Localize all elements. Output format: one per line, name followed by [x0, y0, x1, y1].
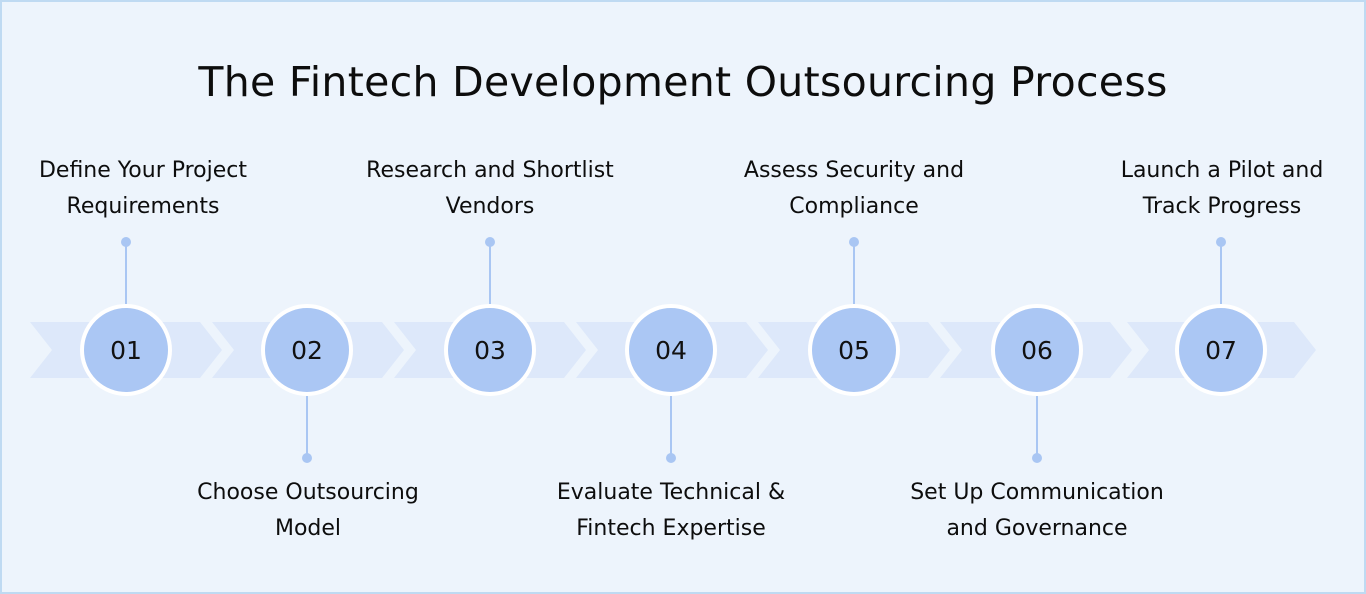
step-01-label: Define Your Project Requirements — [0, 153, 303, 225]
step-01-label-line2: Requirements — [66, 194, 220, 219]
step-07-label: Launch a Pilot and Track Progress — [1062, 153, 1366, 225]
step-01-label-line1: Define Your Project — [38, 158, 248, 183]
step-02-connector-dot — [302, 453, 312, 463]
step-07-label-line1: Launch a Pilot and — [1120, 158, 1324, 183]
step-05-number: 05 — [838, 335, 870, 365]
step-04-connector-dot — [666, 453, 676, 463]
step-06-circle: 06 — [991, 304, 1083, 396]
step-07-number: 07 — [1205, 335, 1237, 365]
step-06-connector-line — [1036, 396, 1038, 458]
step-03-connector-line — [489, 242, 491, 304]
step-02-label: Choose Outsourcing Model — [148, 475, 468, 547]
step-04-label: Evaluate Technical & Fintech Expertise — [511, 475, 831, 547]
step-03-label-line2: Vendors — [445, 194, 535, 219]
step-01-connector-line — [125, 242, 127, 304]
step-02-label-line2: Model — [274, 516, 342, 541]
step-03-label: Research and Shortlist Vendors — [330, 153, 650, 225]
step-01-number: 01 — [110, 335, 142, 365]
step-07-circle: 07 — [1175, 304, 1267, 396]
step-05-connector-line — [853, 242, 855, 304]
step-02-circle: 02 — [261, 304, 353, 396]
step-03-number: 03 — [474, 335, 506, 365]
step-06-connector-dot — [1032, 453, 1042, 463]
step-05-label-line2: Compliance — [789, 194, 919, 219]
step-04-circle: 04 — [625, 304, 717, 396]
step-06-label-line1: Set Up Communication — [910, 480, 1164, 505]
step-01-circle: 01 — [80, 304, 172, 396]
step-03-label-line1: Research and Shortlist — [366, 158, 614, 183]
step-02-number: 02 — [291, 335, 323, 365]
step-06-label-line2: and Governance — [946, 516, 1128, 541]
page-title: The Fintech Development Outsourcing Proc… — [198, 58, 1168, 106]
step-06-number: 06 — [1021, 335, 1053, 365]
step-05-label: Assess Security and Compliance — [694, 153, 1014, 225]
step-04-number: 04 — [655, 335, 687, 365]
step-07-label-line2: Track Progress — [1142, 194, 1302, 219]
step-02-label-line1: Choose Outsourcing — [197, 480, 419, 505]
step-06-label: Set Up Communication and Governance — [877, 475, 1197, 547]
step-05-circle: 05 — [808, 304, 900, 396]
step-04-label-line2: Fintech Expertise — [576, 516, 766, 541]
step-07-connector-line — [1220, 242, 1222, 304]
step-02-connector-line — [306, 396, 308, 458]
step-05-label-line1: Assess Security and — [743, 158, 965, 183]
step-03-circle: 03 — [444, 304, 536, 396]
step-04-connector-line — [670, 396, 672, 458]
step-04-label-line1: Evaluate Technical & — [556, 480, 786, 505]
